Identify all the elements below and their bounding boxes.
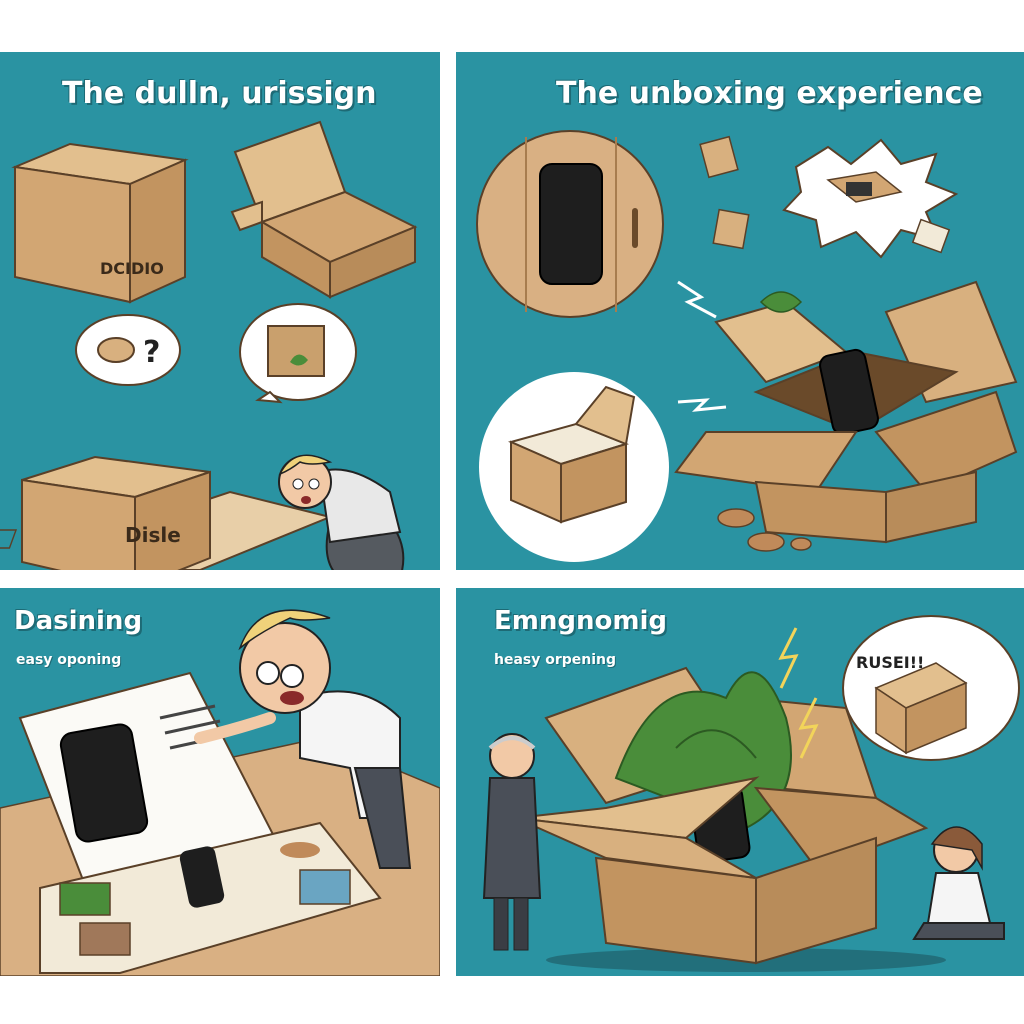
panel-illustration xyxy=(476,130,1018,562)
panel-subtitle: easy oponing xyxy=(16,652,122,668)
flying-card xyxy=(712,208,750,250)
flying-card xyxy=(699,135,739,179)
exclamation-text: RUSEI!! xyxy=(856,653,924,672)
lightning-icon xyxy=(677,398,727,412)
coin-icon xyxy=(790,537,812,551)
box-label: Disle xyxy=(125,523,181,547)
panel-unboxing-experience: The unboxing experience xyxy=(456,52,1024,570)
box-label: DCIDIO xyxy=(100,259,164,278)
open-box-vignette xyxy=(479,372,669,562)
panel-emngnomig: Emngnomig heasy orpening xyxy=(456,588,1024,976)
panel-illustration: RUSEI!! xyxy=(482,615,1020,972)
lightning-icon xyxy=(677,280,717,319)
open-empty-box xyxy=(230,120,418,299)
phone-icon xyxy=(179,846,225,908)
leaf-icon xyxy=(759,291,803,313)
leaning-person xyxy=(194,609,412,869)
closed-cardboard-box: DCIDIO xyxy=(11,142,189,304)
distressed-girl-figure xyxy=(912,826,1005,940)
question-mark: ? xyxy=(143,335,160,370)
lightning-icon xyxy=(778,627,799,689)
phone-on-wood-vignette xyxy=(476,130,664,318)
panel-illustration: DCIDIO ? xyxy=(0,120,418,570)
panel-title: The unboxing experience xyxy=(556,76,983,111)
thought-bubble-box: RUSEI!! xyxy=(842,615,1020,761)
kneeling-person xyxy=(278,454,405,570)
panel-dasining: Dasining easy oponing xyxy=(0,588,440,976)
instruction-sheet-lower xyxy=(39,821,382,974)
phone-icon xyxy=(59,723,149,843)
flying-card xyxy=(911,218,951,254)
panel-dull-design: The dulln, urissign DCIDIO ? xyxy=(0,52,440,570)
thought-bubble-coin: ? xyxy=(75,314,181,386)
lightning-icon xyxy=(798,697,819,759)
coin-icon xyxy=(747,532,785,552)
phone-icon xyxy=(539,163,603,285)
taped-cardboard-box: Disle xyxy=(21,455,211,570)
panel-illustration xyxy=(0,609,440,976)
open-box-with-plant xyxy=(515,666,929,965)
panel-title: The dulln, urissign xyxy=(62,76,377,111)
excited-burst-bubble xyxy=(782,138,959,259)
panel-title: Dasining xyxy=(14,606,143,636)
panel-subtitle: heasy orpening xyxy=(494,652,617,668)
coin-icon xyxy=(717,508,755,528)
old-man-figure xyxy=(482,733,542,951)
open-box-with-phone xyxy=(674,280,1018,544)
thought-bubble-card xyxy=(239,303,357,404)
panel-title: Emngnomig xyxy=(494,606,667,636)
